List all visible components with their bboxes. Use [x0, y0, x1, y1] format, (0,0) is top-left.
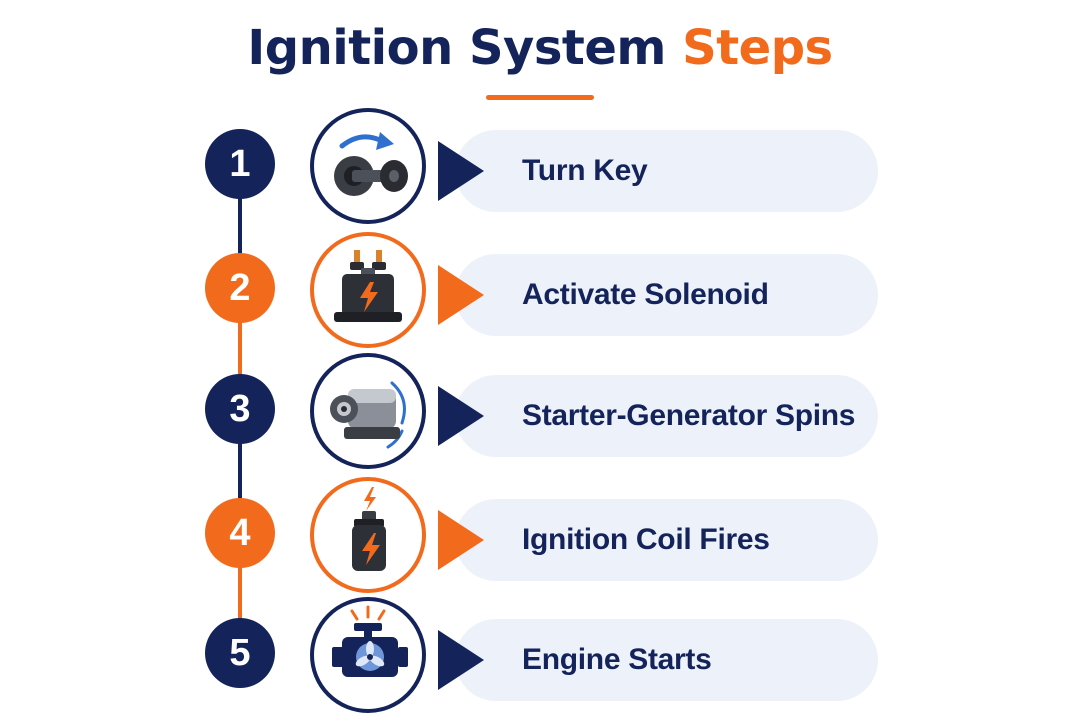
ignition-key-icon — [334, 132, 408, 196]
step-label: Ignition Coil Fires — [522, 523, 770, 556]
step-number: 5 — [205, 618, 275, 688]
page-title: Ignition System Steps — [0, 14, 1080, 82]
connector-1-2 — [238, 190, 242, 263]
step-icon-ring — [310, 108, 426, 224]
connector-4-5 — [238, 562, 242, 632]
starter-generator-icon — [330, 381, 406, 449]
connector-3-4 — [238, 436, 242, 512]
step-pill — [455, 499, 878, 581]
solenoid-icon — [334, 250, 402, 322]
step-label: Starter-Generator Spins — [522, 399, 856, 432]
step-pill — [455, 254, 878, 336]
step-number: 4 — [205, 498, 275, 568]
title-underline — [486, 95, 594, 100]
step-icon-ring — [310, 353, 426, 469]
ignition-coil-icon — [352, 487, 386, 571]
step-4: Ignition Coil Fires 4 — [0, 477, 1080, 602]
title-accent: Steps — [682, 20, 833, 76]
step-icon-ring — [310, 477, 426, 593]
step-label: Engine Starts — [522, 643, 712, 676]
step-pill — [455, 130, 878, 212]
step-label: Turn Key — [522, 154, 648, 187]
step-label: Activate Solenoid — [522, 278, 769, 311]
step-icon-ring — [310, 597, 426, 713]
step-5: Engine Starts 5 — [0, 597, 1080, 722]
connector-2-3 — [238, 313, 242, 386]
step-icon-ring — [310, 232, 426, 348]
step-1: Turn Key 1 — [0, 108, 1080, 233]
step-pill — [455, 375, 878, 457]
engine-icon — [332, 605, 408, 677]
step-2: Activate Solenoid 2 — [0, 232, 1080, 357]
step-number: 3 — [205, 374, 275, 444]
step-number: 2 — [205, 253, 275, 323]
title-main: Ignition System — [247, 20, 666, 76]
step-pill — [455, 619, 878, 701]
step-number: 1 — [205, 129, 275, 199]
step-3: Starter-Generator Spins 3 — [0, 353, 1080, 478]
